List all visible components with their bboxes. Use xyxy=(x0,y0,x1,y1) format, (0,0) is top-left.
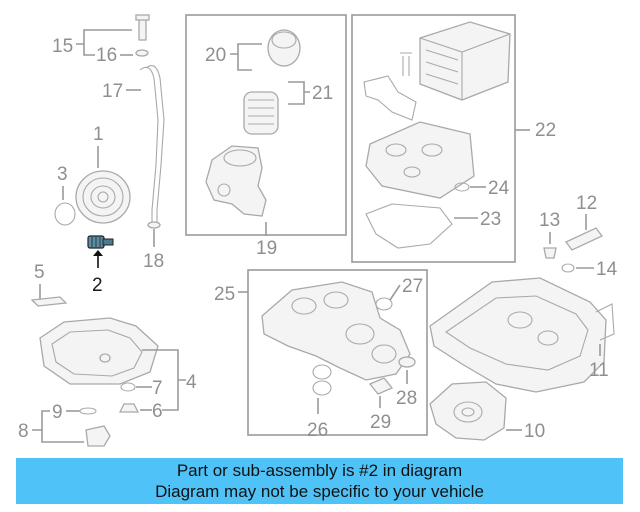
bolt-part-highlighted[interactable] xyxy=(87,235,114,249)
callout-23[interactable]: 23 xyxy=(480,209,501,230)
callout-22[interactable]: 22 xyxy=(535,120,556,141)
oil-sensor-part xyxy=(85,425,111,447)
callout-25[interactable]: 25 xyxy=(214,284,235,305)
leader-20 xyxy=(230,43,262,71)
leader-27 xyxy=(389,284,401,301)
seal-ring-24-part xyxy=(454,182,470,192)
callout-7[interactable]: 7 xyxy=(152,378,163,399)
seal-27-part xyxy=(375,297,393,311)
callout-10[interactable]: 10 xyxy=(524,421,545,442)
cooler-bolt-part xyxy=(400,52,412,76)
callout-13[interactable]: 13 xyxy=(539,210,560,231)
lower-oil-pan-part xyxy=(39,317,159,385)
box-intake-manifold-group xyxy=(247,269,428,436)
gasket-26-part xyxy=(312,364,332,380)
callout-5[interactable]: 5 xyxy=(34,262,45,283)
box-oil-cooler-group xyxy=(351,14,516,263)
callout-19[interactable]: 19 xyxy=(256,238,277,259)
seal-28-part xyxy=(398,356,416,368)
callout-2[interactable]: 2 xyxy=(92,275,103,296)
info-banner: Part or sub-assembly is #2 in diagram Di… xyxy=(16,458,623,504)
sensor-12-part xyxy=(564,227,604,251)
callout-17[interactable]: 17 xyxy=(102,81,123,102)
callout-4[interactable]: 4 xyxy=(186,372,197,393)
dipstick-part xyxy=(139,66,159,222)
oil-filter-element-part xyxy=(243,91,279,135)
plug-13-part xyxy=(543,247,557,259)
callout-16[interactable]: 16 xyxy=(96,45,117,66)
gasket-23-part xyxy=(365,203,453,249)
oil-filter-housing-part xyxy=(205,145,267,217)
callout-26[interactable]: 26 xyxy=(307,420,328,441)
callout-27[interactable]: 27 xyxy=(402,276,423,297)
oil-level-sensor-part xyxy=(30,296,68,307)
callout-12[interactable]: 12 xyxy=(576,193,597,214)
leader-21 xyxy=(288,81,310,105)
leader-15 xyxy=(76,29,132,56)
leader-8 xyxy=(32,410,84,443)
pulley-part xyxy=(75,170,131,224)
seal-ring-14-part xyxy=(561,263,575,273)
callout-6[interactable]: 6 xyxy=(152,401,163,422)
drain-seal-part xyxy=(120,382,136,392)
callout-11[interactable]: 11 xyxy=(589,360,609,381)
callout-8[interactable]: 8 xyxy=(18,421,29,442)
callout-24[interactable]: 24 xyxy=(488,178,510,199)
leader-2-arrow xyxy=(93,250,103,256)
oil-filter-adapter-part xyxy=(365,121,475,199)
oil-filter-cap-part xyxy=(267,29,301,67)
callout-29[interactable]: 29 xyxy=(370,412,391,433)
intake-manifold-part xyxy=(261,281,411,381)
oil-cooler-part xyxy=(419,21,511,101)
callout-28[interactable]: 28 xyxy=(396,388,417,409)
drain-plug-part xyxy=(118,403,140,413)
sensor-seal-part xyxy=(79,407,97,415)
banner-line-1: Part or sub-assembly is #2 in diagram xyxy=(176,461,463,480)
seal-part xyxy=(54,202,76,226)
bolt-part xyxy=(135,14,150,57)
banner-line-2: Diagram may not be specific to your vehi… xyxy=(155,482,484,501)
callout-20[interactable]: 20 xyxy=(205,45,226,66)
callout-14[interactable]: 14 xyxy=(596,259,618,280)
callout-15[interactable]: 15 xyxy=(52,36,73,57)
callout-3[interactable]: 3 xyxy=(57,164,68,185)
callout-1[interactable]: 1 xyxy=(93,124,104,145)
oil-pump-part xyxy=(429,381,507,441)
upper-oil-pan-part xyxy=(429,277,615,393)
leader-4 xyxy=(142,349,186,411)
callout-9[interactable]: 9 xyxy=(52,402,63,423)
gasket-29-part xyxy=(368,377,394,395)
callout-18[interactable]: 18 xyxy=(143,251,164,272)
callout-21[interactable]: 21 xyxy=(312,83,333,104)
cooler-gasket-part xyxy=(363,75,417,121)
